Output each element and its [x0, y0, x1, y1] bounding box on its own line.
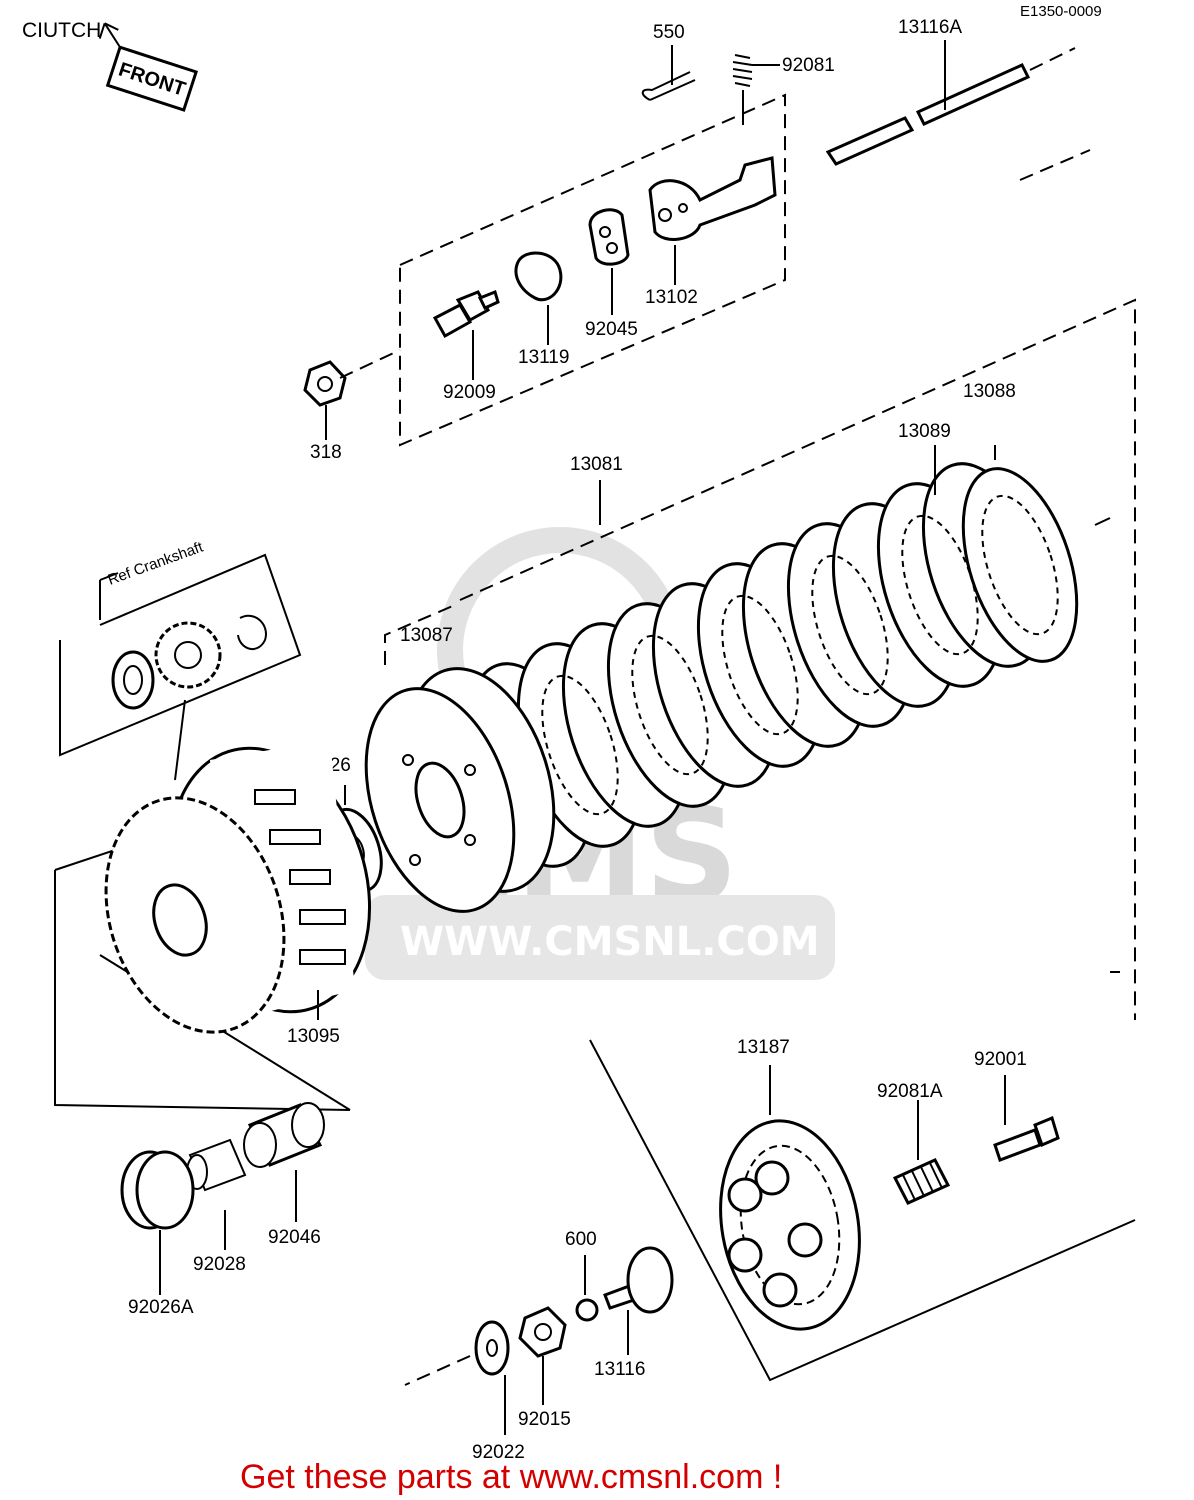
footer-link[interactable]: Get these parts at www.cmsnl.com !	[240, 1458, 782, 1496]
label-13088: 13088	[963, 381, 1016, 402]
spring-92081-icon	[732, 54, 780, 125]
label-13102: 13102	[645, 287, 698, 308]
ref-crankshaft-label: Ref Crankshaft	[106, 538, 207, 588]
ball-600-icon	[575, 1255, 599, 1322]
label-13095: 13095	[287, 1026, 340, 1047]
label-92009: 92009	[443, 382, 496, 403]
label-92081a: 92081A	[877, 1081, 943, 1102]
ref-crankshaft-box: Ref Crankshaft	[59, 538, 302, 757]
label-92045: 92045	[585, 319, 638, 340]
adjuster-screw-92009-icon	[432, 289, 500, 380]
nut-92015-icon	[518, 1306, 567, 1405]
front-arrow-icon: FRONT	[98, 22, 199, 112]
push-rod-13116a-icon	[825, 40, 1076, 166]
sleeve-92028-icon	[186, 1138, 247, 1250]
push-piece-13116-icon	[603, 1246, 674, 1355]
washer-92026a-icon	[120, 1150, 195, 1295]
label-92001: 92001	[974, 1049, 1027, 1070]
label-92026a: 92026A	[128, 1297, 194, 1318]
clutch-housing-13095-icon	[104, 740, 372, 1034]
cam-13119-icon	[514, 251, 563, 345]
label-92015: 92015	[518, 1409, 571, 1430]
watermark-url: WWW.CMSNL.COM	[400, 919, 820, 965]
label-13116a: 13116A	[898, 17, 962, 38]
needle-bearing-92046-icon	[243, 1102, 325, 1222]
pressure-plate-13187-icon	[719, 1065, 861, 1331]
plate-stack-box	[459, 298, 1136, 1020]
nut-318-icon	[303, 349, 401, 440]
release-mechanism-box	[399, 93, 786, 447]
pressure-plate-box	[589, 1039, 1136, 1382]
label-92081: 92081	[782, 55, 835, 76]
label-92046: 92046	[268, 1227, 321, 1248]
label-318: 318	[310, 442, 342, 463]
spring-92081a-icon	[892, 1100, 951, 1205]
label-13087: 13087	[400, 625, 453, 646]
bolt-92001-icon	[993, 1075, 1060, 1162]
label-600: 600	[565, 1229, 597, 1250]
circlip-icon	[237, 614, 267, 650]
label-550: 550	[653, 22, 685, 43]
label-92028: 92028	[193, 1254, 246, 1275]
label-13089: 13089	[898, 421, 951, 442]
label-13081: 13081	[570, 454, 623, 475]
cotter-pin-550-icon	[641, 45, 696, 101]
washer-92022-icon	[404, 1320, 510, 1435]
hub-leader	[384, 604, 456, 665]
plate-92045-icon	[588, 208, 630, 315]
label-13187: 13187	[737, 1037, 790, 1058]
figure-code: E1350-0009	[1020, 3, 1102, 20]
label-92022: 92022	[472, 1442, 525, 1463]
label-13116: 13116	[594, 1359, 645, 1380]
clutch-hub-13087-icon	[364, 667, 556, 913]
diagram-title: CIUTCH	[22, 19, 101, 42]
release-lever-13102-icon	[648, 156, 777, 285]
label-13119: 13119	[518, 347, 569, 368]
housing-box	[54, 870, 351, 1111]
